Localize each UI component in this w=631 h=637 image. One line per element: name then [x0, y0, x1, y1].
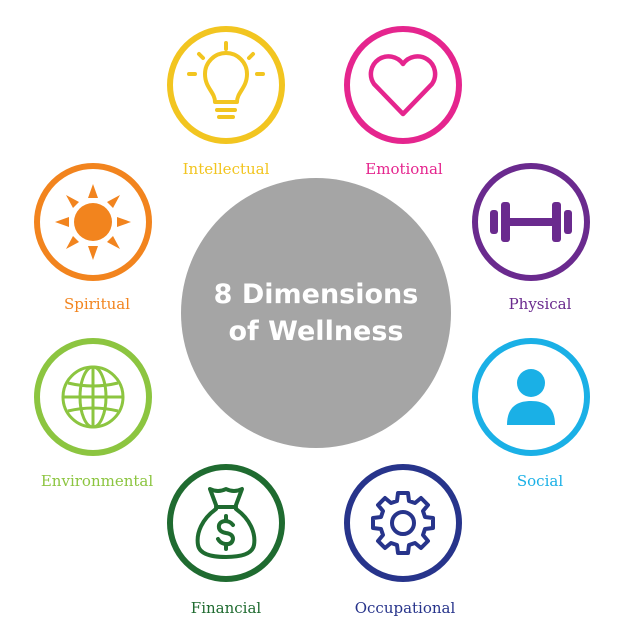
- label-occupational: Occupational: [354, 599, 456, 617]
- label-intellectual: Intellectual: [182, 160, 270, 178]
- dumbbell-icon: [490, 202, 572, 242]
- heart-icon: [368, 54, 438, 117]
- social-ring: [472, 338, 590, 456]
- financial-ring: [167, 464, 285, 582]
- gear-icon: [371, 491, 435, 555]
- label-social: Social: [516, 472, 564, 490]
- physical-ring: [472, 163, 590, 281]
- label-spiritual: Spiritual: [63, 295, 131, 313]
- label-environmental: Environmental: [40, 472, 154, 490]
- person-icon: [507, 369, 555, 425]
- globe-icon: [61, 365, 125, 429]
- environmental-ring: [34, 338, 152, 456]
- center-title-line2: of Wellness: [228, 316, 404, 347]
- label-physical: Physical: [508, 295, 572, 313]
- label-financial: Financial: [190, 599, 262, 617]
- emotional-ring: [344, 26, 462, 144]
- spiritual-ring: [34, 163, 152, 281]
- money-bag-icon: [195, 487, 257, 559]
- label-emotional: Emotional: [365, 160, 443, 178]
- sun-icon: [55, 184, 131, 260]
- occupational-ring: [344, 464, 462, 582]
- intellectual-ring: [167, 26, 285, 144]
- lightbulb-icon: [187, 41, 265, 119]
- center-circle: 8 Dimensions of Wellness: [181, 178, 451, 448]
- center-title-line1: 8 Dimensions: [213, 279, 419, 310]
